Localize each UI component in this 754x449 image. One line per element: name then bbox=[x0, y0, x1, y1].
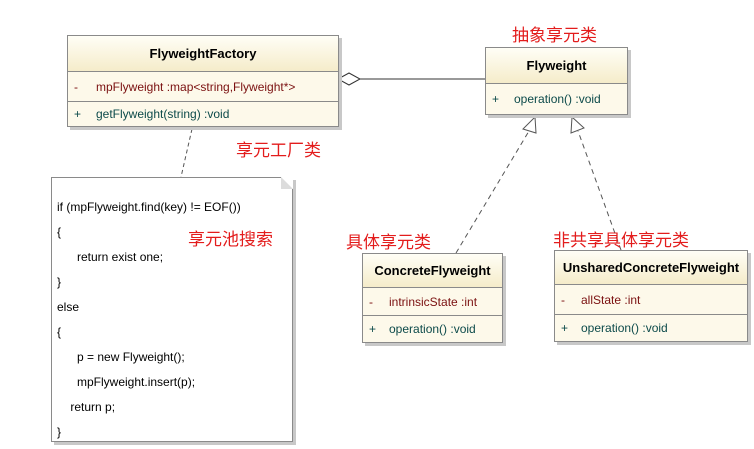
note-line: if (mpFlyweight.find(key) != EOF()) bbox=[57, 200, 241, 214]
visibility-public: + bbox=[492, 92, 500, 106]
class-attribute: - intrinsicState :int bbox=[363, 288, 502, 316]
annotation-pool-search: 享元池搜索 bbox=[188, 230, 273, 249]
annotation-concrete: 具体享元类 bbox=[346, 233, 431, 252]
visibility-public: + bbox=[74, 107, 82, 121]
realization-line-concrete bbox=[455, 130, 530, 254]
attribute-text: allState :int bbox=[581, 293, 641, 307]
note-line: return exist one; bbox=[57, 250, 164, 264]
operation-text: getFlyweight(string) :void bbox=[96, 107, 230, 121]
class-name: UnsharedConcreteFlyweight bbox=[555, 251, 747, 285]
operation-text: operation() :void bbox=[581, 321, 668, 335]
note-line: } bbox=[57, 425, 62, 439]
note-line: { bbox=[57, 325, 62, 339]
visibility-public: + bbox=[561, 321, 569, 335]
visibility-private: - bbox=[561, 293, 565, 307]
note-line: else bbox=[57, 300, 80, 314]
realization-line-unshared bbox=[577, 130, 622, 251]
class-flyweight[interactable]: Flyweight + operation() :void bbox=[485, 47, 628, 115]
operation-text: operation() :void bbox=[389, 322, 476, 336]
note-fold-corner bbox=[281, 177, 293, 189]
operation-text: operation() :void bbox=[514, 92, 601, 106]
class-unshared-concrete-flyweight[interactable]: UnsharedConcreteFlyweight - allState :int… bbox=[554, 250, 748, 342]
attribute-text: mpFlyweight :map<string,Flyweight*> bbox=[96, 80, 296, 94]
class-name: Flyweight bbox=[486, 48, 627, 84]
annotation-factory: 享元工厂类 bbox=[236, 141, 321, 160]
code-note[interactable]: if (mpFlyweight.find(key) != EOF()) { re… bbox=[51, 177, 293, 442]
class-name: ConcreteFlyweight bbox=[363, 254, 502, 288]
realization-arrow-unshared bbox=[570, 115, 585, 134]
note-line: { bbox=[57, 225, 62, 239]
class-operation: + operation() :void bbox=[555, 315, 747, 341]
annotation-unshared: 非共享具体享元类 bbox=[553, 231, 689, 250]
aggregation-diamond bbox=[336, 72, 362, 86]
class-operation: + operation() :void bbox=[486, 84, 627, 114]
visibility-private: - bbox=[369, 295, 373, 309]
realization-arrow-concrete bbox=[522, 115, 537, 134]
note-line: return p; bbox=[57, 400, 116, 414]
class-operation: + getFlyweight(string) :void bbox=[68, 102, 338, 126]
note-line: } bbox=[57, 275, 62, 289]
class-operation: + operation() :void bbox=[363, 316, 502, 342]
class-attribute: - mpFlyweight :map<string,Flyweight*> bbox=[68, 72, 338, 102]
attribute-text: intrinsicState :int bbox=[389, 295, 478, 309]
class-concrete-flyweight[interactable]: ConcreteFlyweight - intrinsicState :int +… bbox=[362, 253, 503, 343]
annotation-abstract-flyweight: 抽象享元类 bbox=[512, 26, 597, 45]
class-flyweight-factory[interactable]: FlyweightFactory - mpFlyweight :map<strin… bbox=[67, 35, 339, 127]
visibility-public: + bbox=[369, 322, 377, 336]
class-attribute: - allState :int bbox=[555, 285, 747, 315]
visibility-private: - bbox=[74, 80, 78, 94]
note-line: mpFlyweight.insert(p); bbox=[57, 375, 196, 389]
note-line: p = new Flyweight(); bbox=[57, 350, 185, 364]
note-anchor-line bbox=[180, 128, 193, 178]
class-name: FlyweightFactory bbox=[68, 36, 338, 72]
